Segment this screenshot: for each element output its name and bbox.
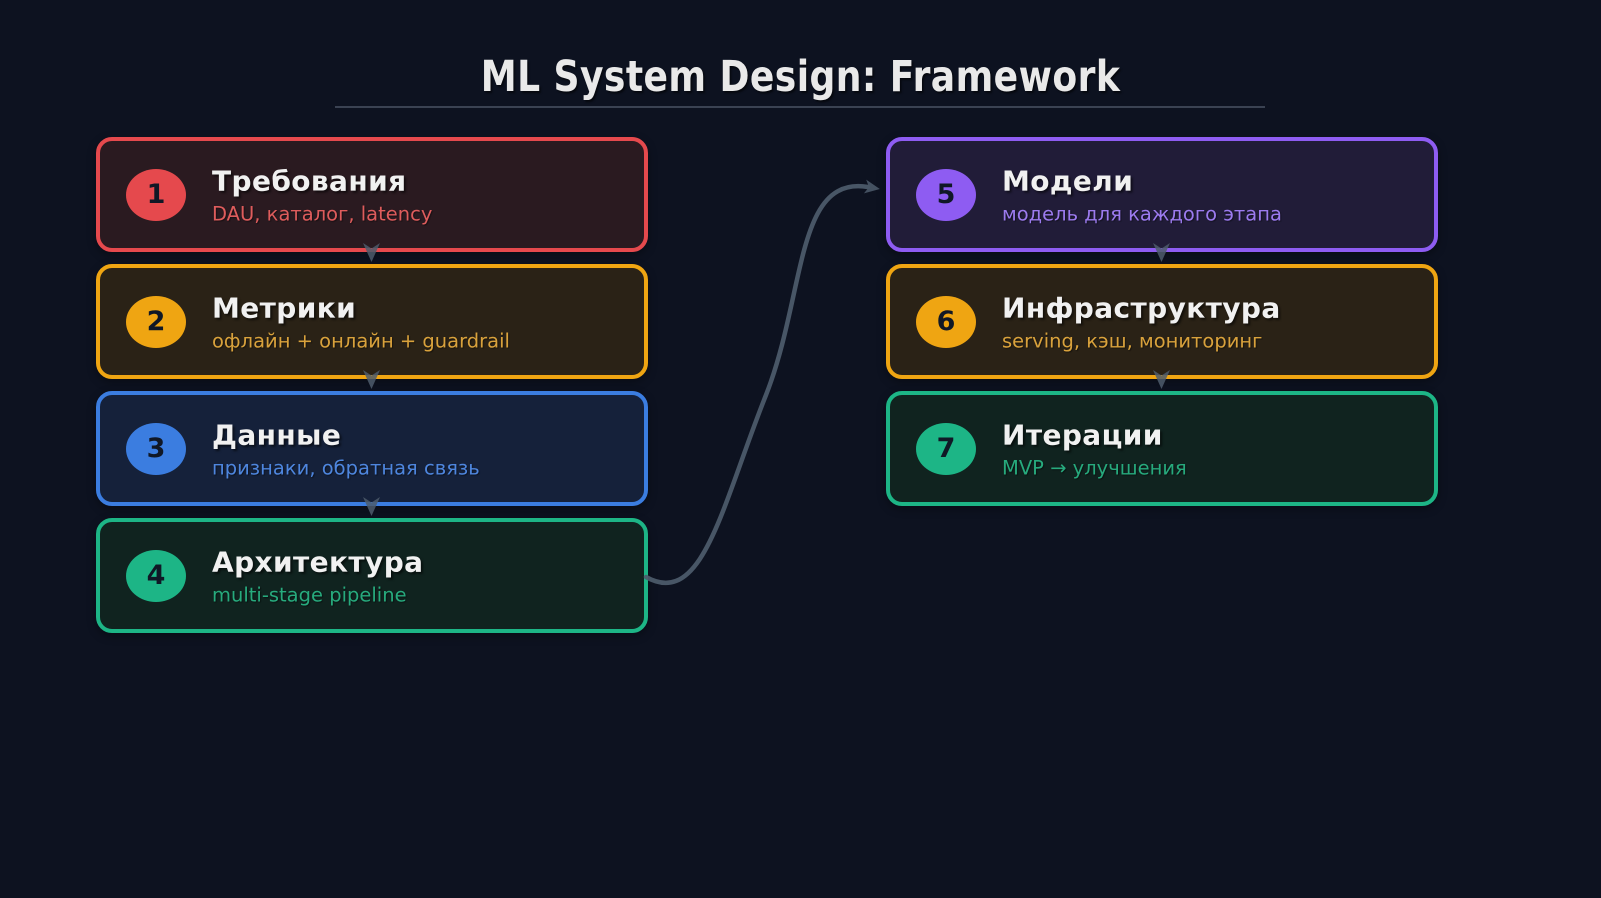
- step-number-badge: 3: [126, 422, 186, 475]
- step-text: Метрики офлайн + онлайн + guardrail: [212, 291, 510, 352]
- step-subtitle: multi-stage pipeline: [212, 583, 407, 606]
- step-card-models: 5 Модели модель для каждого этапа: [886, 137, 1438, 252]
- step-number-badge: 4: [126, 549, 186, 602]
- down-chevron-icon: [363, 497, 380, 516]
- step-number-badge: 5: [916, 168, 976, 221]
- step-title: Метрики: [212, 291, 357, 324]
- step-card-requirements: 1 Требования DAU, каталог, latency: [96, 137, 648, 252]
- step-text: Модели модель для каждого этапа: [1002, 164, 1282, 225]
- step-text: Данные признаки, обратная связь: [212, 418, 480, 479]
- step-text: Инфраструктура serving, кэш, мониторинг: [1002, 291, 1281, 352]
- step-text: Итерации MVP → улучшения: [1002, 418, 1187, 479]
- step-title: Итерации: [1002, 418, 1163, 451]
- step-card-data: 3 Данные признаки, обратная связь: [96, 391, 648, 506]
- down-chevron-icon: [363, 243, 380, 262]
- step-subtitle: признаки, обратная связь: [212, 456, 480, 479]
- step-title: Данные: [212, 418, 342, 451]
- step-title: Архитектура: [212, 545, 424, 578]
- down-chevron-icon: [1153, 370, 1170, 389]
- step-title: Модели: [1002, 164, 1134, 197]
- step-subtitle: MVP → улучшения: [1002, 456, 1187, 479]
- step-text: Архитектура multi-stage pipeline: [212, 545, 423, 606]
- step-text: Требования DAU, каталог, latency: [212, 164, 432, 225]
- title-underline: [335, 106, 1265, 108]
- step-number-badge: 2: [126, 295, 186, 348]
- step-subtitle: DAU, каталог, latency: [212, 202, 433, 225]
- step-subtitle: serving, кэш, мониторинг: [1002, 329, 1263, 352]
- step-number-badge: 1: [126, 168, 186, 221]
- down-chevron-icon: [363, 370, 380, 389]
- page-title: ML System Design: Framework: [480, 52, 1121, 102]
- step-subtitle: офлайн + онлайн + guardrail: [212, 329, 510, 352]
- step-card-metrics: 2 Метрики офлайн + онлайн + guardrail: [96, 264, 648, 379]
- step-title: Инфраструктура: [1002, 291, 1281, 324]
- step-title: Требования: [212, 164, 407, 197]
- step-number-badge: 7: [916, 422, 976, 475]
- down-chevron-icon: [1153, 243, 1170, 262]
- step-number-badge: 6: [916, 295, 976, 348]
- step-card-iterations: 7 Итерации MVP → улучшения: [886, 391, 1438, 506]
- step-subtitle: модель для каждого этапа: [1002, 202, 1282, 225]
- step-card-infrastructure: 6 Инфраструктура serving, кэш, мониторин…: [886, 264, 1438, 379]
- step-card-architecture: 4 Архитектура multi-stage pipeline: [96, 518, 648, 633]
